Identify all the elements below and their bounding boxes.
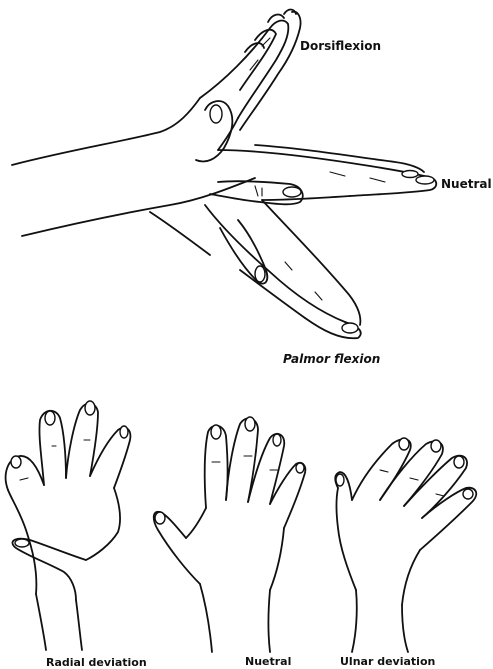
hand-ulnar-deviation (335, 438, 476, 652)
label-neutral-top: Nuetral (441, 177, 492, 191)
label-radial-deviation: Radial deviation (46, 656, 147, 669)
label-dorsiflexion: Dorsiflexion (300, 39, 381, 53)
hand-dorsiflexion (196, 10, 301, 162)
label-ulnar-deviation: Ulnar deviation (340, 655, 435, 668)
hand-radial-deviation (6, 401, 131, 650)
hand-neutral-lateral (210, 145, 436, 204)
hand-palmar-flexion (150, 200, 361, 338)
label-palmar-flexion: Palmor flexion (283, 352, 380, 366)
hand-neutral-frontal (154, 417, 306, 652)
label-neutral-bottom: Nuetral (245, 655, 291, 668)
